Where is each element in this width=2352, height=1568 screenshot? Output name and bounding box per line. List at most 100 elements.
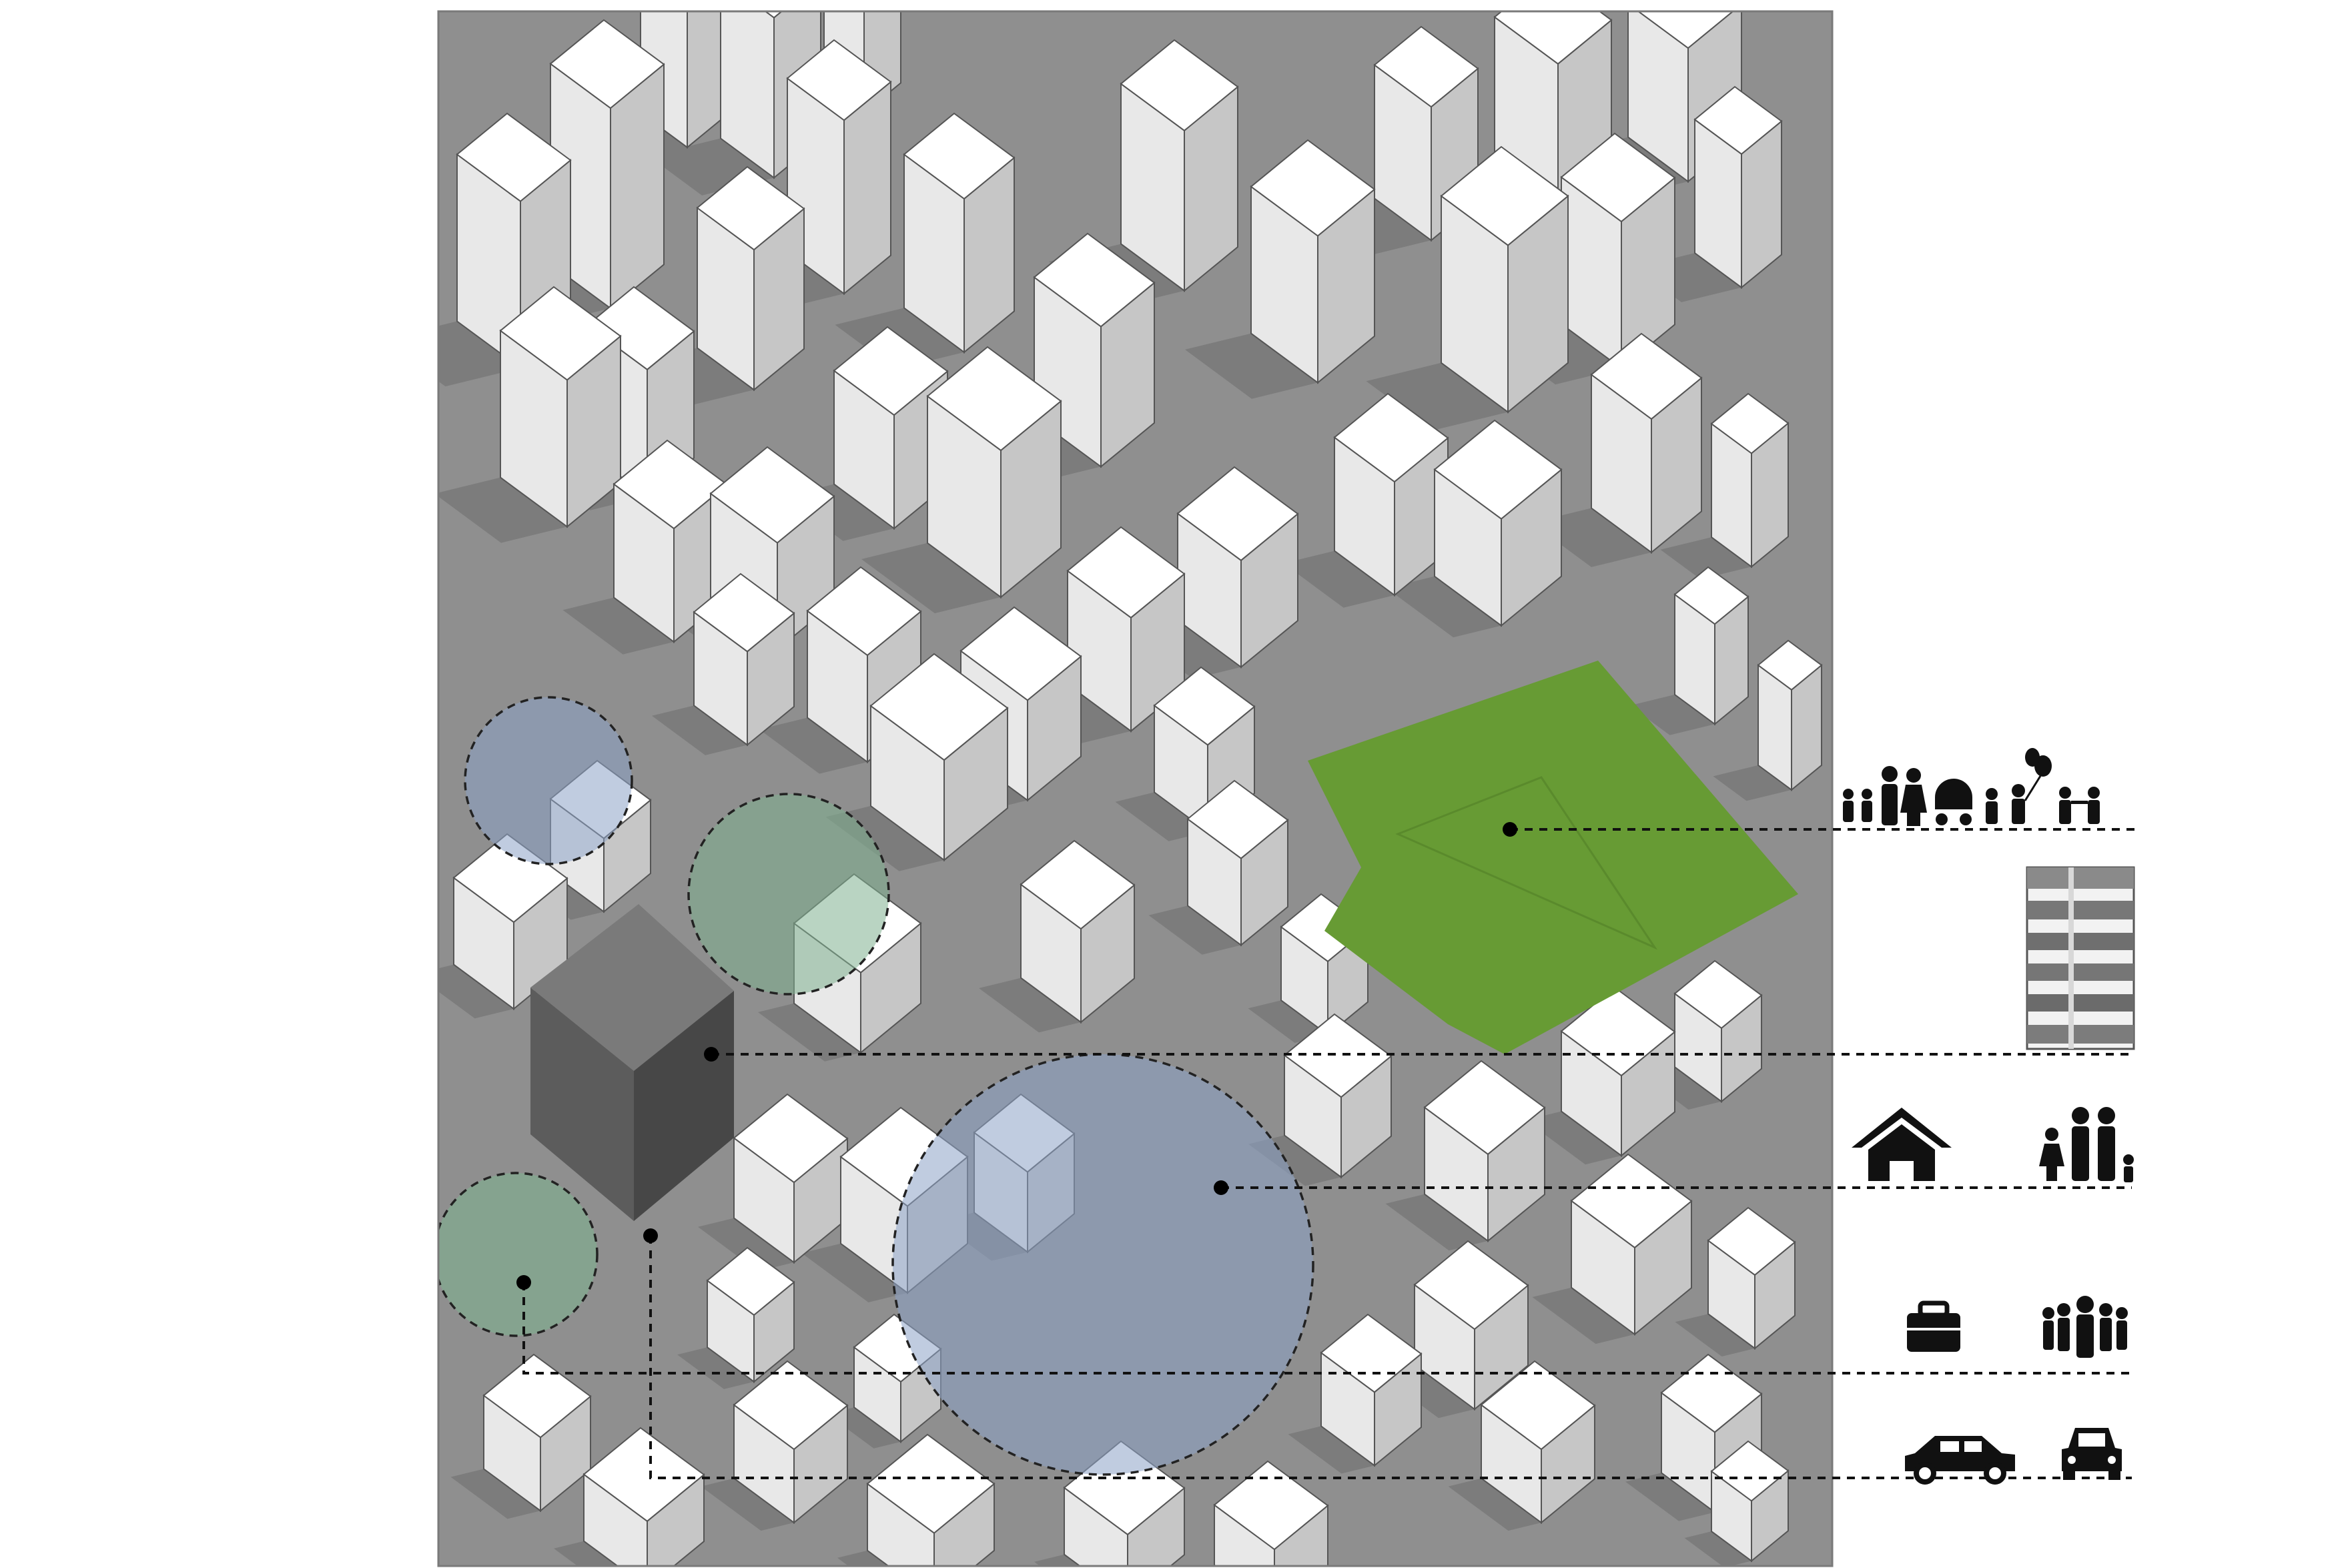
city-block-face <box>613 439 729 530</box>
city-block-face <box>1560 986 1676 1077</box>
city-block-face <box>1250 139 1376 237</box>
site-building-top <box>530 904 734 1071</box>
city-block-face <box>801 1243 907 1302</box>
city-block-face <box>482 1353 592 1439</box>
children-playing-icon <box>2059 787 2100 824</box>
city-block-face <box>1673 566 1749 625</box>
city-block-face <box>1066 526 1186 619</box>
city-block-face <box>1532 1287 1635 1344</box>
city-block-face <box>861 542 1001 614</box>
city-block-face <box>866 1433 996 1534</box>
city-block-face <box>1034 1554 1080 1566</box>
city-block-face <box>1186 779 1289 859</box>
city-block-face <box>1448 1478 1541 1531</box>
leader-dot-traffic <box>643 1228 658 1243</box>
city-block-face <box>549 19 665 109</box>
city-block-face <box>1120 39 1239 131</box>
city-block-face <box>1675 1314 1755 1356</box>
map-area <box>438 11 1832 1566</box>
leader-dot-site <box>704 1047 719 1062</box>
family-icon <box>1843 766 1927 826</box>
city-block-face <box>869 653 1009 761</box>
city-block-face <box>438 477 567 543</box>
city-block-face <box>586 286 695 371</box>
car-front-icon <box>2062 1428 2122 1480</box>
city-block-face <box>1020 839 1136 930</box>
city-block-face <box>1373 25 1479 108</box>
city-block-face <box>1684 1531 1751 1566</box>
house-icon <box>1852 1108 1952 1181</box>
park-path <box>1395 776 1658 950</box>
city-block-face <box>1480 1360 1596 1451</box>
city-block-face <box>1385 1194 1488 1251</box>
city-block-face <box>554 1541 618 1566</box>
city-block-face <box>701 1478 794 1531</box>
family-icon <box>2039 1107 2134 1182</box>
city-block-face <box>1115 792 1208 841</box>
briefcase-icon <box>1907 1300 1960 1352</box>
car-side-icon <box>1905 1436 2015 1485</box>
city-block-face <box>1525 1111 1621 1165</box>
leader-dot-work <box>516 1275 531 1290</box>
city-block-face <box>837 1550 889 1566</box>
city-block-face <box>759 717 867 774</box>
city-block-face <box>1333 392 1449 483</box>
city-block-face <box>1148 905 1241 955</box>
city-block-face <box>806 566 922 657</box>
city-block-face <box>1707 1206 1796 1276</box>
city-block-face <box>698 1218 794 1272</box>
leader-dot-park <box>1503 822 1517 837</box>
city-block-face <box>450 1469 540 1519</box>
city-block-face <box>1213 1460 1329 1551</box>
city-block-face <box>1625 1473 1715 1521</box>
city-block-face <box>1033 232 1156 328</box>
city-block-face <box>786 39 892 121</box>
city-block-face <box>652 705 747 755</box>
city-block-face <box>1629 695 1715 735</box>
city-block-face <box>1493 11 1613 65</box>
city-block-face <box>1153 666 1256 746</box>
city-block-face <box>562 597 674 655</box>
city-block-face <box>1387 576 1501 638</box>
city-block-face <box>1248 1000 1328 1043</box>
stroller-icon <box>1935 779 1972 825</box>
city-block-face <box>1560 132 1676 223</box>
park-area <box>1308 661 1798 1054</box>
city-block-face <box>693 572 795 653</box>
leader-lines <box>516 822 2135 1479</box>
city-block-face <box>1637 11 1734 49</box>
city-block-face <box>733 1093 849 1184</box>
city-block-face <box>1757 639 1823 691</box>
city-block-face <box>1440 145 1569 246</box>
legend <box>1843 748 2135 1485</box>
leader-dot-housing <box>1214 1180 1228 1195</box>
city-block-face <box>758 1003 861 1062</box>
city-block-face <box>1713 765 1792 801</box>
city-block-face <box>833 326 949 416</box>
city-block-face <box>1423 1060 1546 1156</box>
children-with-balloon-icon <box>1986 748 2052 824</box>
city-block-face <box>1283 550 1395 608</box>
city-blocks <box>452 11 1823 1566</box>
site-building-left-face <box>530 988 634 1221</box>
blue-zone-2 <box>891 1053 1314 1476</box>
city-block-face <box>1413 1240 1529 1330</box>
city-block-face <box>1693 85 1783 155</box>
building-facade-icon <box>2026 866 2135 1050</box>
city-block-face <box>709 446 835 544</box>
city-block-face <box>499 286 622 381</box>
green-zone-2 <box>438 1172 599 1337</box>
city-block-face <box>1660 537 1751 580</box>
city-block-face <box>1283 1013 1393 1098</box>
map-frame <box>437 10 1834 1567</box>
city-block-face <box>1710 1440 1790 1502</box>
city-block-face <box>1288 1426 1375 1474</box>
city-block-face <box>764 11 783 19</box>
city-block-face <box>1185 333 1318 399</box>
leader-traffic <box>649 1236 2132 1479</box>
city-block-face <box>1176 466 1299 562</box>
city-block-face <box>1710 392 1790 454</box>
city-block-face <box>959 606 1082 701</box>
city-block-face <box>706 1246 795 1316</box>
